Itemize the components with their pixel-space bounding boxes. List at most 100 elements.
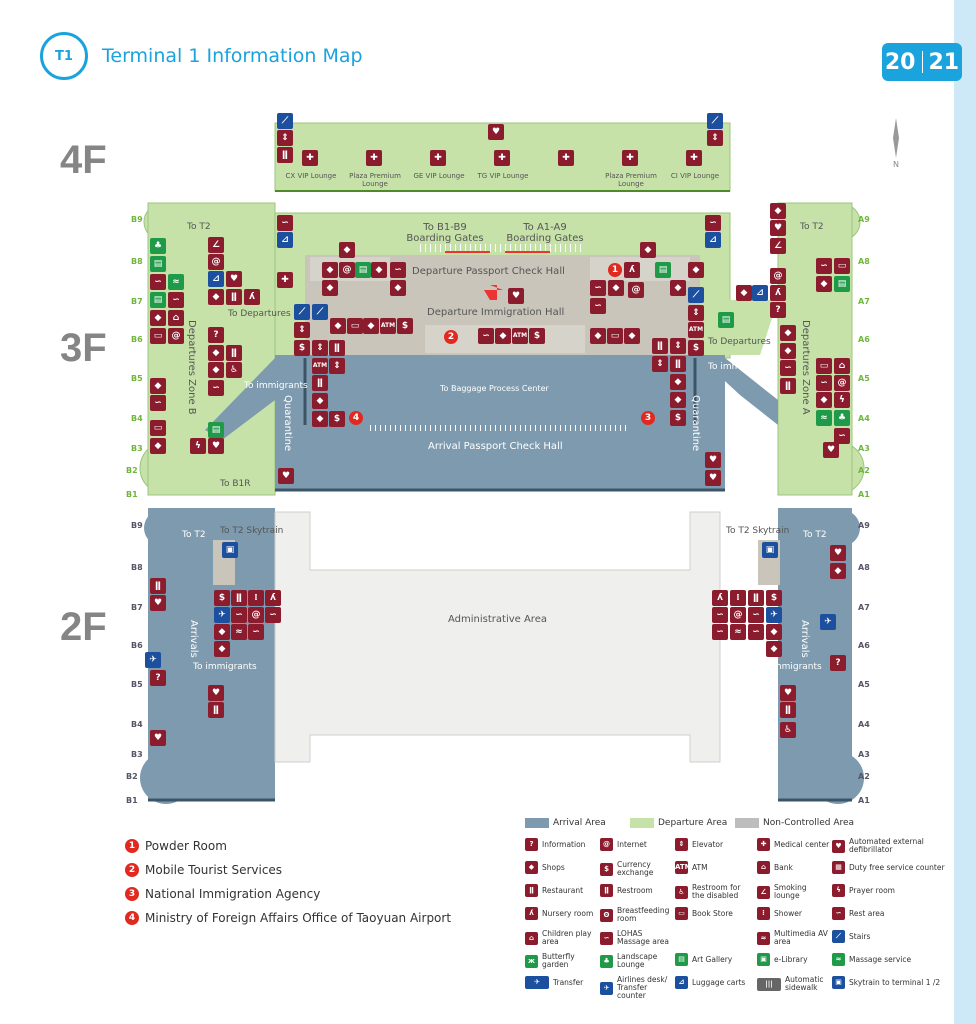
nurse-icon: ʎ (712, 590, 728, 606)
dis-icon: ♿ (226, 362, 242, 378)
book-icon: ▭ (150, 328, 166, 344)
wc-icon: ǁ (208, 702, 224, 718)
rest-icon: ∽ (834, 428, 850, 444)
side-strip (954, 0, 976, 1024)
legend-item: ▭Book Store (675, 907, 754, 920)
rest-icon: ∽ (168, 292, 184, 308)
gate-B4: B4 (131, 414, 143, 423)
shop-icon: ◆ (670, 374, 686, 390)
nurse-icon: ʎ (244, 289, 260, 305)
wc-icon: ǁ (748, 590, 764, 606)
gate-A3: A3 (858, 444, 870, 453)
smoke-icon: ∠ (770, 238, 786, 254)
aed-icon: ♥ (705, 470, 721, 486)
play-icon: ⌂ (168, 310, 184, 326)
to-immigrants-left: To immigrants (244, 381, 308, 391)
gate-2f-B8: B8 (131, 563, 143, 572)
legend-label: Rest area (849, 908, 885, 918)
to-b1r-label: To B1R (220, 479, 251, 489)
shop-icon: ◆ (208, 345, 224, 361)
stairs-icon: ⟋ (688, 287, 704, 303)
page-right: 21 (928, 49, 960, 75)
legend-swatch (630, 818, 654, 828)
legend-swatch (525, 818, 549, 828)
rest-icon: ∽ (590, 280, 606, 296)
net-icon: @ (628, 282, 644, 298)
gate-A5: A5 (858, 374, 870, 383)
book-icon: ▭ (347, 318, 363, 334)
legend-area: Arrival Area (525, 818, 606, 828)
rest-icon: ∽ (712, 607, 728, 623)
wc-icon: ǁ (312, 375, 328, 391)
shop-icon: ◆ (330, 318, 346, 334)
book-icon: ▭ (150, 420, 166, 436)
gate-2f-B3: B3 (131, 750, 143, 759)
shop-icon: ◆ (322, 262, 338, 278)
legend-item: ✈Transfer (525, 976, 597, 989)
legend-label: Shops (542, 862, 565, 872)
legend-label: Automatic sidewalk (785, 975, 824, 992)
aed-icon: ♥ (226, 271, 242, 287)
rest-icon: ∽ (780, 360, 796, 376)
mass-icon: ≈ (730, 624, 746, 640)
massage-service-icon: ≈ (832, 953, 845, 966)
legend-label: Children play area (542, 929, 592, 946)
gate-A7: A7 (858, 297, 870, 306)
gate-2f-A5: A5 (858, 680, 870, 689)
cur-icon: $ (670, 410, 686, 426)
lounge-icon: ✚ (366, 150, 382, 166)
shop-icon: ◆ (816, 276, 832, 292)
zone-a-label: Departures Zone A (800, 320, 811, 415)
atm-icon: ATM (380, 318, 396, 334)
legend-label: Airlines desk/ Transfer counter (617, 975, 668, 1000)
arrivals-right-label: Arrivals (799, 620, 810, 658)
to-immigrants-2f-right: To immigrants (758, 662, 822, 672)
legend-item: ∽Rest area (832, 907, 959, 920)
gate-B8: B8 (131, 257, 143, 266)
skytrain-left-label: To T2 Skytrain (220, 526, 284, 536)
rest-icon: ∽ (748, 624, 764, 640)
legend-item: |||Automatic sidewalk (757, 976, 830, 992)
art-icon: ▤ (718, 312, 734, 328)
legend-item: ⟋Stairs (832, 930, 959, 943)
shop-icon: ◆ (363, 318, 379, 334)
legend-item: ▣Skytrain to terminal 1 /2 (832, 976, 959, 989)
shower-icon: ⁞ (730, 590, 746, 606)
children-play-icon: ⌂ (525, 931, 538, 945)
legend-item: ✈Airlines desk/ Transfer counter (600, 976, 672, 1000)
aed-icon: ♥ (208, 438, 224, 454)
legend-area: Non-Controlled Area (735, 818, 854, 828)
atm-icon: ATM (312, 358, 328, 374)
marker-1: 1 (608, 263, 622, 277)
dis-icon: ♿ (780, 722, 796, 738)
shop-icon: ◆ (780, 343, 796, 359)
shop-icon: ◆ (670, 392, 686, 408)
net-icon: @ (208, 254, 224, 270)
lounge-label: CX VIP Lounge (285, 172, 337, 180)
gate-2f-A6: A6 (858, 641, 870, 650)
elevator-icon: ⇕ (675, 838, 688, 851)
cur-icon: $ (329, 411, 345, 427)
book-icon: ▭ (816, 358, 832, 374)
nurse-icon: ʎ (624, 262, 640, 278)
multimedia-icon: ≈ (757, 931, 770, 945)
gate-2f-B1: B1 (126, 796, 138, 805)
logo-text: T1 (55, 48, 73, 64)
legend-label: Multimedia AV area (774, 929, 828, 946)
gate-2f-A4: A4 (858, 720, 870, 729)
zone-b-to-t2: To T2 (187, 222, 211, 232)
rest-icon: ∽ (816, 375, 832, 391)
lounge-icon: ✚ (686, 150, 702, 166)
aed-icon: ♥ (832, 839, 845, 853)
legend-label: Restroom (617, 885, 653, 895)
elev-icon: ⇕ (707, 130, 723, 146)
lounge-icon: ✚ (430, 150, 446, 166)
to-baggage-label: To Baggage Process Center (440, 384, 549, 393)
page-title: Terminal 1 Information Map (102, 45, 363, 67)
aed-icon: ♥ (208, 685, 224, 701)
elev-icon: ⇕ (688, 305, 704, 321)
legend-item: @Internet (600, 838, 672, 851)
